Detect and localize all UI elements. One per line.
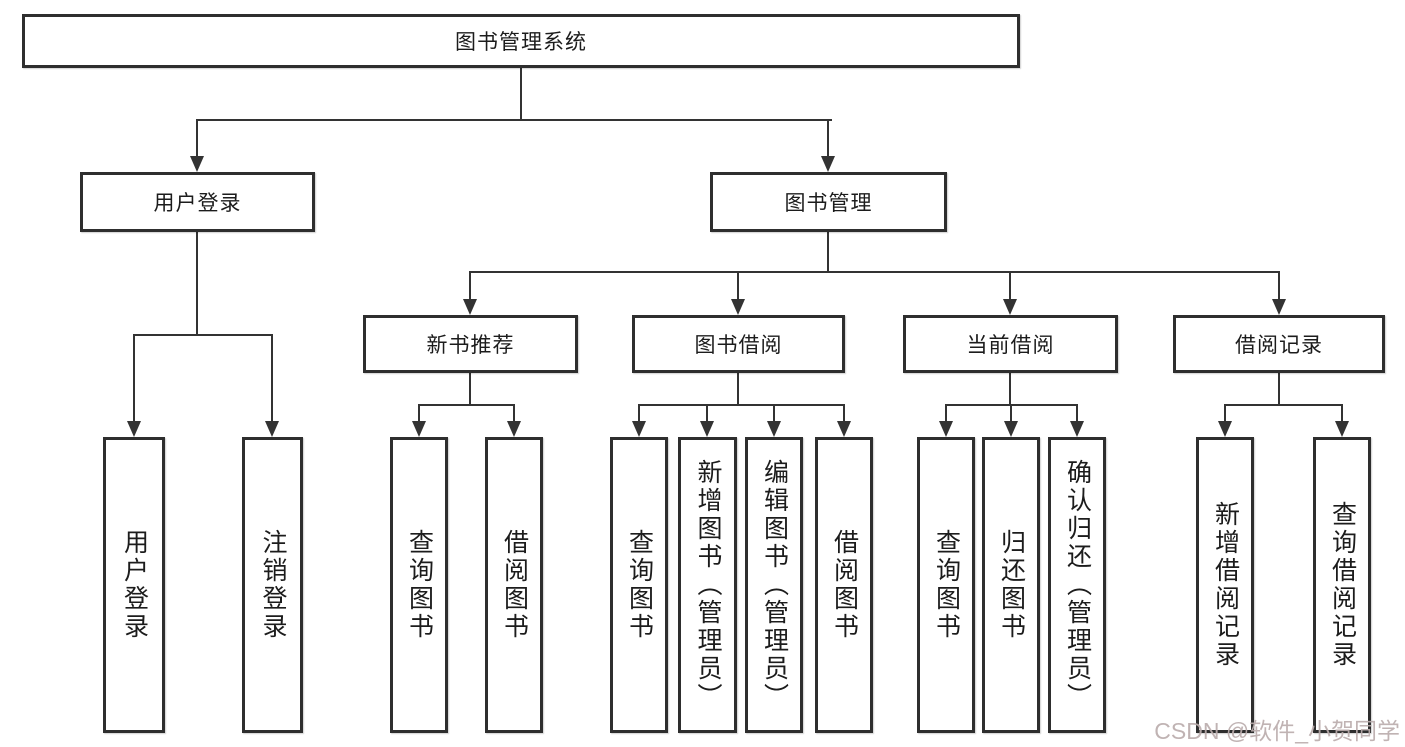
connector-line: [1224, 404, 1226, 422]
connector-line: [737, 271, 739, 301]
leaf-logout: 注销登录: [242, 437, 303, 733]
node-label: 注销登录: [259, 529, 287, 641]
connector-line: [773, 404, 775, 422]
node-label: 查询借阅记录: [1328, 501, 1357, 669]
node-root: 图书管理系统: [22, 14, 1020, 68]
node-label: 图书管理: [784, 192, 873, 215]
arrow-down-icon: [507, 421, 521, 437]
arrow-down-icon: [463, 299, 477, 315]
arrow-down-icon: [265, 421, 279, 437]
leaf-query-books-1: 查询图书: [390, 437, 448, 733]
node-label: 查询图书: [405, 529, 434, 641]
node-borrowing-records: 借阅记录: [1173, 315, 1385, 373]
connector-line: [1278, 373, 1280, 406]
leaf-borrow-books-1: 借阅图书: [485, 437, 543, 733]
leaf-add-books-admin: 新增图书（管理员）: [678, 437, 737, 733]
node-label: 查询图书: [625, 529, 654, 641]
connector-line: [1341, 404, 1343, 422]
connector-line: [945, 404, 947, 422]
node-label: 当前借阅: [966, 334, 1055, 357]
node-label: 借阅图书: [830, 529, 859, 641]
arrow-down-icon: [821, 156, 835, 172]
leaf-query-books-2: 查询图书: [610, 437, 668, 733]
node-current-borrowing: 当前借阅: [903, 315, 1118, 373]
node-label: 新增图书（管理员）: [694, 459, 722, 711]
connector-line: [469, 271, 1280, 273]
arrow-down-icon: [1070, 421, 1084, 437]
connector-line: [418, 404, 420, 422]
leaf-query-books-3: 查询图书: [917, 437, 975, 733]
connector-line: [196, 119, 832, 121]
node-label: 用户登录: [120, 529, 149, 641]
arrow-down-icon: [632, 421, 646, 437]
leaf-query-borrow-record: 查询借阅记录: [1313, 437, 1371, 733]
arrow-down-icon: [700, 421, 714, 437]
arrow-down-icon: [731, 299, 745, 315]
leaf-confirm-return-admin: 确认归还（管理员）: [1048, 437, 1106, 733]
node-label: 借阅记录: [1235, 334, 1323, 357]
arrow-down-icon: [1004, 421, 1018, 437]
connector-line: [1010, 404, 1012, 422]
node-label: 图书管理系统: [455, 31, 587, 54]
node-label: 新增借阅记录: [1211, 501, 1240, 669]
connector-line: [418, 404, 515, 406]
connector-line: [706, 404, 708, 422]
arrow-down-icon: [1272, 299, 1286, 315]
connector-line: [196, 232, 198, 336]
connector-line: [1009, 271, 1011, 301]
connector-line: [1278, 271, 1280, 301]
arrow-down-icon: [1218, 421, 1232, 437]
leaf-return-books: 归还图书: [982, 437, 1040, 733]
connector-line: [827, 232, 829, 273]
arrow-down-icon: [1335, 421, 1349, 437]
connector-line: [469, 373, 471, 406]
leaf-edit-books-admin: 编辑图书（管理员）: [745, 437, 803, 733]
connector-line: [1076, 404, 1078, 422]
connector-line: [1009, 373, 1011, 406]
connector-line: [271, 334, 273, 422]
arrow-down-icon: [939, 421, 953, 437]
connector-line: [133, 334, 273, 336]
connector-line: [513, 404, 515, 422]
leaf-borrow-books-2: 借阅图书: [815, 437, 873, 733]
node-user-login: 用户登录: [80, 172, 315, 232]
connector-line: [827, 119, 829, 158]
csdn-watermark: CSDN @软件_小贺同学: [1154, 718, 1400, 744]
connector-line: [638, 404, 845, 406]
node-label: 归还图书: [997, 529, 1026, 641]
arrow-down-icon: [127, 421, 141, 437]
node-label: 编辑图书（管理员）: [760, 459, 789, 711]
node-label: 查询图书: [932, 529, 961, 641]
arrow-down-icon: [190, 156, 204, 172]
leaf-add-borrow-record: 新增借阅记录: [1196, 437, 1254, 733]
arrow-down-icon: [412, 421, 426, 437]
connector-line: [196, 119, 198, 158]
connector-line: [469, 271, 471, 301]
connector-line: [520, 68, 522, 121]
node-book-borrowing: 图书借阅: [632, 315, 845, 373]
node-label: 用户登录: [153, 192, 242, 215]
connector-line: [843, 404, 845, 422]
node-label: 图书借阅: [694, 334, 783, 357]
arrow-down-icon: [767, 421, 781, 437]
connector-line: [737, 373, 739, 406]
node-label: 借阅图书: [500, 529, 529, 641]
arrow-down-icon: [837, 421, 851, 437]
leaf-user-login: 用户登录: [103, 437, 165, 733]
connector-line: [1224, 404, 1342, 406]
connector-line: [638, 404, 640, 422]
node-label: 确认归还（管理员）: [1063, 459, 1092, 711]
node-new-book-recommend: 新书推荐: [363, 315, 578, 373]
connector-line: [133, 334, 135, 422]
node-label: 新书推荐: [426, 334, 515, 357]
arrow-down-icon: [1003, 299, 1017, 315]
node-book-management: 图书管理: [710, 172, 947, 232]
